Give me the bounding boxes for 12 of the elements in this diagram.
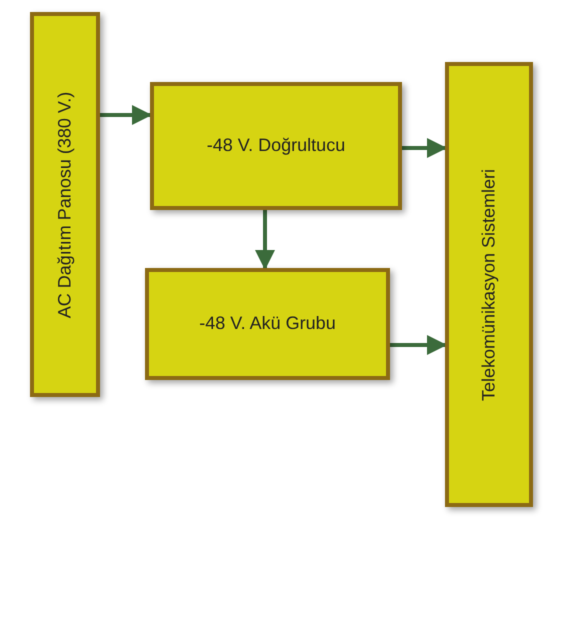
arrow	[390, 335, 447, 355]
box-label: -48 V. Doğrultucu	[206, 135, 346, 157]
process-box	[145, 268, 390, 380]
process-box	[30, 12, 100, 397]
arrow	[100, 105, 152, 125]
box-label: Telekomünikasyon Sistemleri	[477, 167, 500, 403]
box-label: AC Dağıtım Panosu (380 V.)	[53, 90, 76, 320]
process-box	[150, 82, 402, 210]
process-box	[445, 62, 533, 507]
arrow	[255, 210, 275, 270]
arrow	[402, 138, 447, 158]
box-label: -48 V. Akü Grubu	[199, 313, 336, 335]
